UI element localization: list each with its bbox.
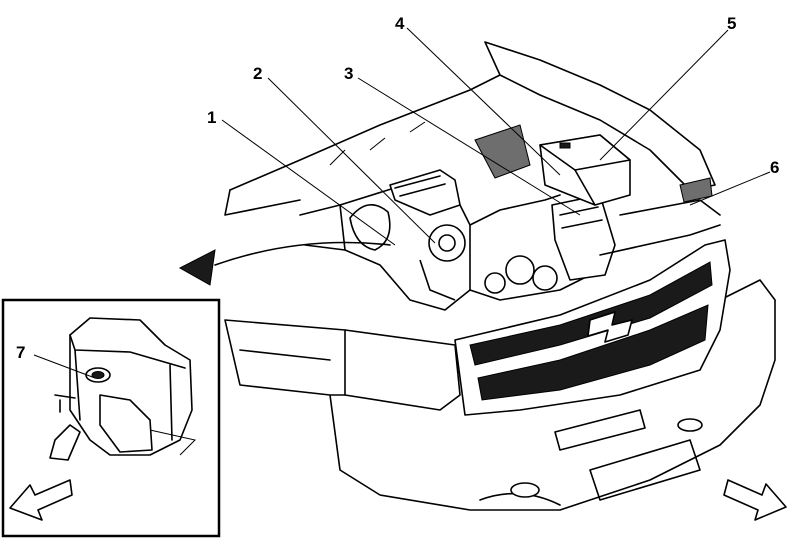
callout-leader-lines — [33, 27, 771, 379]
callout-5: 5 — [727, 14, 736, 33]
callout-labels: 1 2 3 4 5 6 7 — [16, 14, 779, 362]
callout-6: 6 — [770, 158, 779, 177]
callout-3: 3 — [344, 64, 353, 83]
front-direction-arrow-icon — [9, 479, 73, 521]
callout-4: 4 — [395, 14, 405, 33]
callout-1: 1 — [207, 108, 216, 127]
front-grille — [454, 239, 731, 416]
rear-direction-arrow-icon — [723, 479, 787, 521]
engine-assembly — [299, 124, 616, 311]
callout-2: 2 — [253, 64, 262, 83]
hood-raised — [224, 41, 716, 216]
callout-7: 7 — [16, 343, 25, 362]
detail-view-arrow-icon — [178, 241, 391, 286]
battery — [539, 134, 631, 206]
radiator-support — [599, 177, 721, 256]
